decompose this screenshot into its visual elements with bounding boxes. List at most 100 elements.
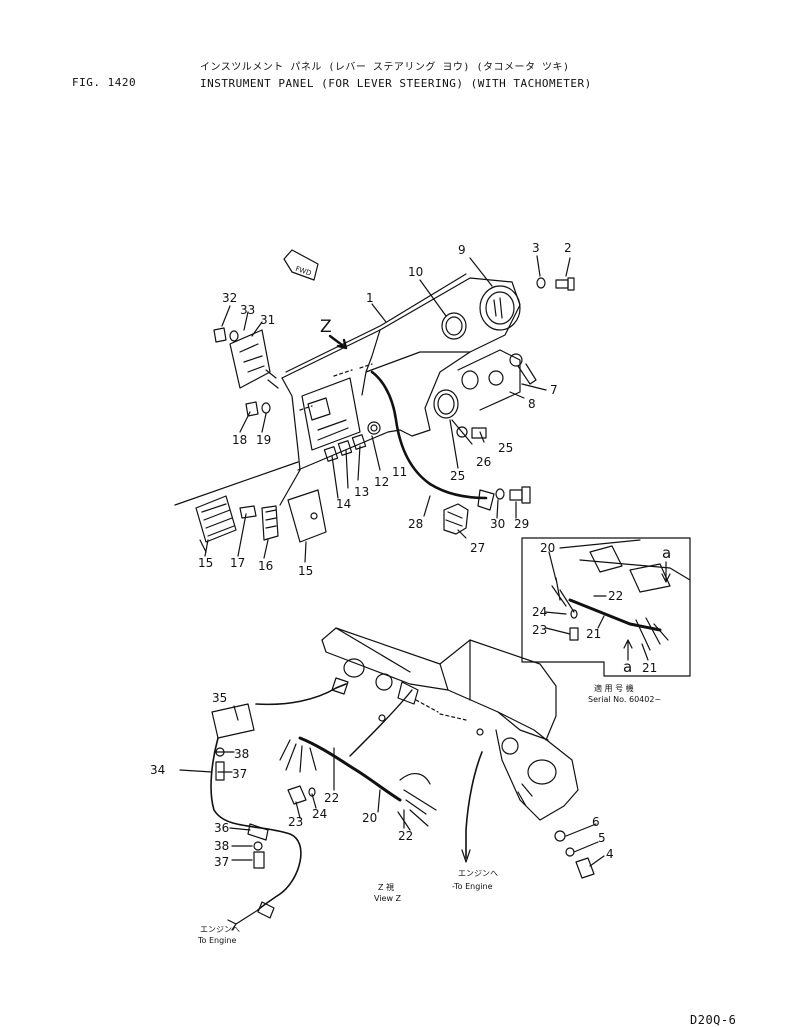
serial-kana: 適 用 号 機 [594,683,634,693]
nut-32 [213,327,227,343]
callout-22-lower-right: 22 [398,829,413,843]
instrument-panel-upper [174,273,521,506]
washer-38 [253,841,263,851]
callout-28: 28 [408,517,423,531]
callout-38-lower: 38 [214,839,229,853]
bolt-37 [253,851,265,869]
callout-12: 12 [374,475,389,489]
view-z-label: View Z [374,894,402,903]
washer-33 [229,330,239,342]
callout-11: 11 [392,465,407,479]
callout-21-inset-lower: 21 [642,661,657,675]
page-code: D20Q-6 [690,1013,737,1027]
serial-number: Serial No. 60402~ [588,695,661,704]
callout-16: 16 [258,559,273,573]
engine-cable-right [465,751,483,859]
callout-25-right: 25 [498,441,513,455]
washer-5 [565,847,575,857]
washer-6 [554,830,566,842]
clamp-36 [247,823,269,841]
bolt-29 [509,486,531,504]
relay-16 [261,505,279,541]
callout-20-lower: 20 [362,811,377,825]
bolt-17 [239,505,257,519]
callout-37-upper: 37 [232,767,247,781]
title-english: INSTRUMENT PANEL (FOR LEVER STEERING) (W… [200,77,592,90]
callout-17: 17 [230,556,245,570]
callout-21-inset-upper: 21 [586,627,601,641]
z-marker: Z [320,317,332,337]
callout-4: 4 [606,847,614,861]
callout-36: 36 [214,821,229,835]
callout-25-left: 25 [450,469,465,483]
callout-26: 26 [476,455,491,469]
callout-19: 19 [256,433,271,447]
callout-2: 2 [564,241,572,255]
callout-22-inset: 22 [608,589,623,603]
rubber-boot-27 [443,503,469,535]
title-kana: インスツルメント パネル (レバー ステアリング ヨウ) (タコメータ ツキ) [200,62,570,73]
connector-15 [195,495,237,553]
instrument-panel-view-z [321,627,579,821]
callout-1: 1 [366,291,374,305]
tachometer-gauge [479,285,521,331]
figure-number: FIG. 1420 [72,76,137,89]
callout-7: 7 [550,383,558,397]
callout-34: 34 [150,763,165,777]
bolt-37-upper [215,761,225,781]
cover-15 [287,489,327,543]
nut-18 [245,401,259,417]
to-engine-left: To Engine [197,936,236,945]
engine-kana-left: エンジンへ [200,925,240,934]
callout-24-lower: 24 [312,807,327,821]
callout-29: 29 [514,517,529,531]
callout-9: 9 [458,243,466,257]
washer-19 [261,402,271,414]
cable-34 [210,737,302,911]
washer-30 [495,488,505,500]
callout-35: 35 [212,691,227,705]
callout-14: 14 [336,497,351,511]
bolt-4 [575,857,595,879]
callout-20-inset: 20 [540,541,555,555]
callout-38-upper: 38 [234,747,249,761]
harness-28 [370,370,488,500]
callout-3: 3 [532,241,540,255]
callout-24-inset: 24 [532,605,547,619]
tachometer-sensor-35 [211,703,255,739]
meter-gauge [441,312,467,340]
a-marker-top: a [662,544,671,562]
view-z-kana: Z 視 [378,883,394,892]
a-marker-bottom: a [623,658,632,676]
bracket-31 [229,329,279,389]
harness-22-lower [298,736,402,802]
engine-kana-right: エンジンへ [458,869,498,878]
callout-18: 18 [232,433,247,447]
callout-23-lower: 23 [288,815,303,829]
bolt-2 [555,277,575,291]
callout-31: 31 [260,313,275,327]
callout-37-lower: 37 [214,855,229,869]
callout-32: 32 [222,291,237,305]
callout-6: 6 [592,815,600,829]
callout-13: 13 [354,485,369,499]
engine-cable-left [235,909,259,925]
callout-5: 5 [598,831,606,845]
callout-30: 30 [490,517,505,531]
to-engine-right: -To Engine [452,882,493,891]
callout-10: 10 [408,265,423,279]
callout-33: 33 [240,303,255,317]
callout-22-lower-left: 22 [324,791,339,805]
callout-27: 27 [470,541,485,555]
bolt-26 [456,426,487,439]
bolt-23-lower [287,785,307,805]
key-switch [457,349,537,411]
callout-23-inset: 23 [532,623,547,637]
callout-15-right: 15 [298,564,313,578]
callout-8: 8 [528,397,536,411]
fwd-arrow [283,249,319,281]
inset-view [521,537,691,677]
washer-3 [536,277,546,289]
callout-15-left: 15 [198,556,213,570]
